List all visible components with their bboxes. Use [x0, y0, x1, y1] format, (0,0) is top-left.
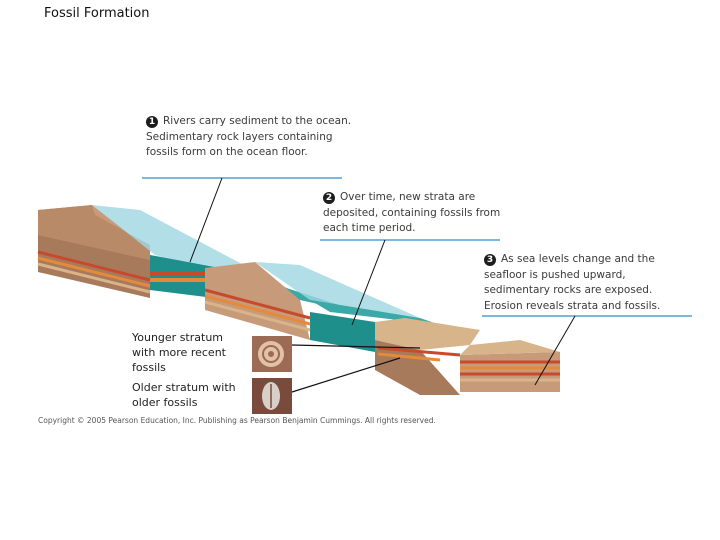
callout-2-text: Over time, new strata are deposited, con… [323, 191, 501, 234]
uplifted-block-3 [375, 318, 560, 395]
ammonite-fossil-icon [252, 336, 292, 372]
step-1-number: 1 [146, 116, 158, 128]
step-2-number: 2 [323, 192, 335, 204]
younger-stratum-pointer [291, 344, 421, 349]
older-stratum-label: Older stratum with older fossils [132, 381, 236, 409]
step-3-number: 3 [484, 254, 496, 266]
page-title: Fossil Formation [44, 6, 150, 21]
callout-1-leader [189, 177, 223, 263]
seafloor-block-2 [204, 262, 440, 352]
callout-2-leader [351, 239, 386, 326]
callout-1-text: Rivers carry sediment to the ocean. Sedi… [146, 115, 352, 158]
callout-3-text: As sea levels change and the seafloor is… [484, 253, 661, 312]
copyright-notice: Copyright © 2005 Pearson Education, Inc.… [38, 416, 436, 425]
trilobite-fossil-icon [252, 378, 292, 414]
older-stratum-pointer [291, 357, 401, 393]
callout-3-leader [534, 315, 576, 386]
younger-stratum-label: Younger stratum with more recent fossils [132, 331, 226, 374]
